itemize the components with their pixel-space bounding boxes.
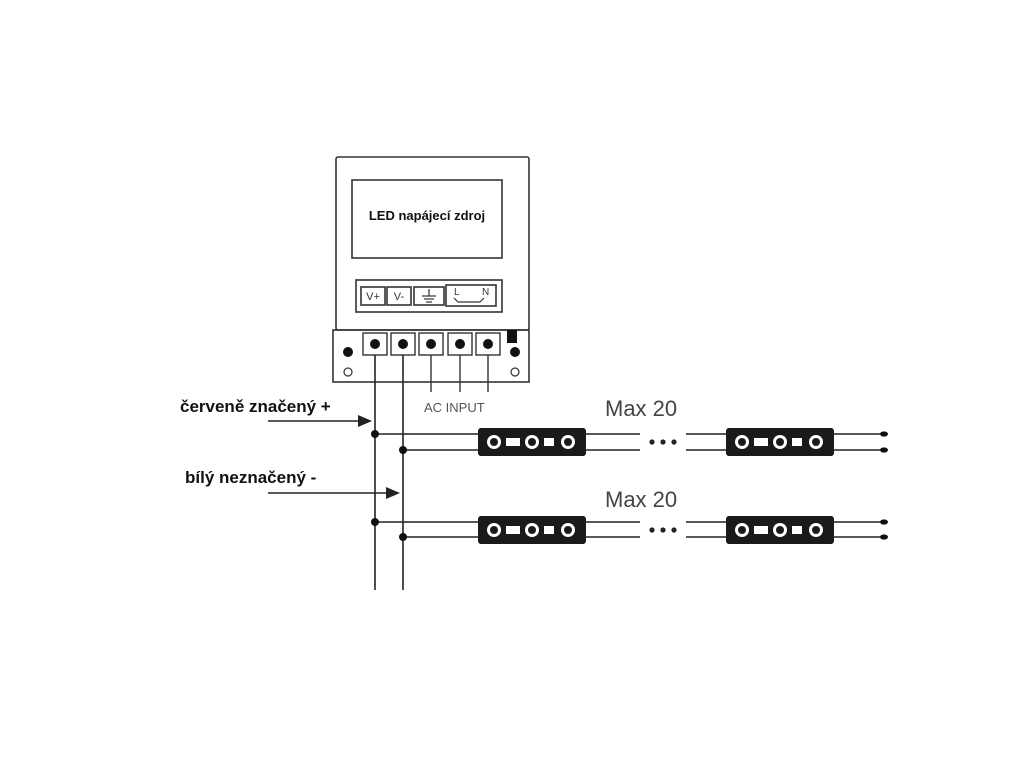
ln-bracket <box>453 297 485 303</box>
screw-terminal-icon <box>418 332 444 356</box>
dc-bus-wires <box>374 355 404 590</box>
arrow-icon <box>268 487 400 499</box>
terminal-label-l: L <box>454 287 460 298</box>
terminal-cover-tab <box>507 330 517 343</box>
screw-terminal-icon <box>362 332 388 356</box>
ellipsis-icon <box>649 439 677 445</box>
psu-terminal-legend <box>355 279 503 313</box>
ground-icon <box>422 289 436 303</box>
junction-dot <box>371 518 379 526</box>
psu-body <box>335 156 530 331</box>
led-row-2: Max 20 <box>371 487 888 544</box>
junction-dot <box>399 533 407 541</box>
mount-hole-right <box>510 367 520 377</box>
mount-hole-left <box>343 367 353 377</box>
terminal-legend-vplus-box <box>360 286 386 306</box>
screw-terminal-icon <box>390 332 416 356</box>
power-supply <box>332 156 530 383</box>
max-count-label: Max 20 <box>605 487 677 512</box>
terminal-legend-ln-box <box>445 284 497 307</box>
junction-dot <box>371 430 379 438</box>
ac-input-label: AC INPUT <box>424 400 485 415</box>
terminal-legend-vminus-box <box>386 286 412 306</box>
led-module-icon <box>478 516 586 544</box>
wire-end <box>880 519 888 525</box>
mount-screw-right <box>510 347 520 357</box>
negative-wire-label: bílý neznačený - <box>185 468 316 487</box>
wire-end <box>880 431 888 437</box>
psu-label-panel <box>351 179 503 259</box>
ac-input-wires <box>430 355 489 392</box>
terminal-legend-ground-box <box>413 286 445 306</box>
positive-wire-label: červeně značený + <box>180 397 331 416</box>
screw-terminal-icon <box>447 332 473 356</box>
led-module-icon <box>478 428 586 456</box>
wire-end <box>880 534 888 540</box>
terminal-label-vplus: V+ <box>366 291 380 303</box>
terminal-label-n: N <box>482 287 489 298</box>
ellipsis-icon <box>649 527 677 533</box>
max-count-label: Max 20 <box>605 396 677 421</box>
led-module-icon <box>726 428 834 456</box>
screw-terminal-icon <box>475 332 501 356</box>
arrow-icon <box>268 415 372 427</box>
junction-dot <box>399 446 407 454</box>
wire-end <box>880 447 888 453</box>
mount-screw-left <box>343 347 353 357</box>
led-row-1: Max 20 <box>371 396 888 456</box>
terminal-label-vminus: V- <box>394 291 405 303</box>
led-module-icon <box>726 516 834 544</box>
psu-label: LED napájecí zdroj <box>369 208 485 223</box>
